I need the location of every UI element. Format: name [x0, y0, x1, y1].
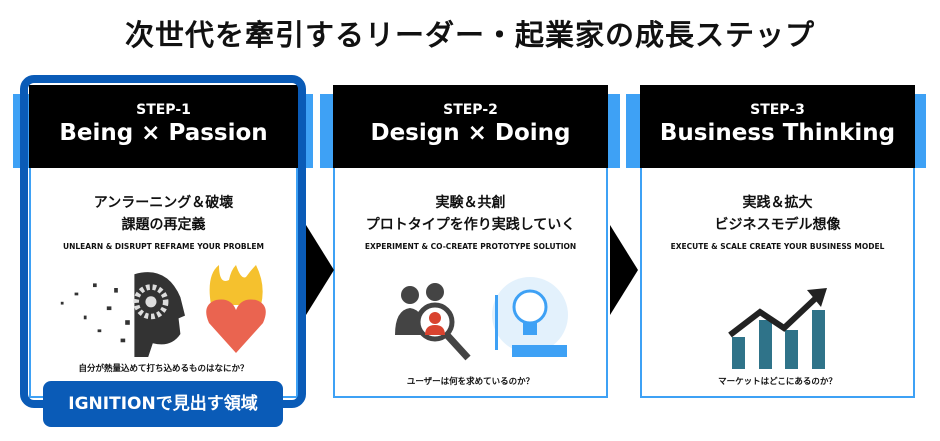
step-question: 自分が熱量込めて打ち込めるものはなにか？	[78, 364, 249, 374]
step-en-text: EXECUTE & SCALE CREATE YOUR BUSINESS MOD…	[670, 242, 885, 251]
step-jp-text: 実験＆共創プロトタイプを作り実践していく	[365, 195, 576, 233]
disintegrating-head-gear-icon	[60, 272, 185, 357]
step-label: STEP-1	[136, 102, 191, 118]
ignition-highlight-frame	[20, 75, 306, 408]
arrow-right-icon	[306, 225, 334, 315]
step-3-card: STEP-3 Business Thinking 実践＆拡大ビジネスモデル想像 …	[640, 85, 915, 398]
page-title: 次世代を牽引するリーダー・起業家の成長ステップ	[124, 18, 815, 52]
step-2-card: STEP-2 Design × Doing 実験＆共創プロトタイプを作り実践して…	[333, 85, 608, 398]
ignition-highlight-label: IGNITIONで見出す領域	[43, 381, 283, 427]
user-search-icon	[395, 283, 471, 361]
step-1-header: STEP-1 Being × Passion	[29, 85, 298, 168]
step-label: STEP-3	[750, 102, 805, 118]
step-jp-text: 実践＆拡大ビジネスモデル想像	[714, 195, 841, 233]
growth-chart-icon	[728, 288, 827, 369]
step-3-header: STEP-3 Business Thinking	[640, 85, 915, 168]
step-label: STEP-2	[443, 102, 498, 118]
step-name: Business Thinking	[659, 120, 896, 146]
step-name: Being × Passion	[59, 120, 268, 146]
step-question: ユーザーは何を求めているのか？	[406, 377, 535, 387]
step-en-text: UNLEARN & DISRUPT REFRAME YOUR PROBLEM	[63, 242, 264, 251]
step-2-header: STEP-2 Design × Doing	[333, 85, 608, 168]
flaming-heart-icon	[206, 265, 266, 353]
step-question: マーケットはどこにあるのか？	[718, 377, 837, 387]
arrow-right-icon	[610, 225, 638, 315]
step-jp-text: アンラーニング＆破壊課題の再定義	[93, 195, 234, 233]
step-name: Design × Doing	[370, 120, 571, 146]
step-en-text: EXPERIMENT & CO-CREATE PROTOTYPE SOLUTIO…	[364, 242, 577, 251]
lightbulb-prototype-icon	[492, 277, 568, 357]
